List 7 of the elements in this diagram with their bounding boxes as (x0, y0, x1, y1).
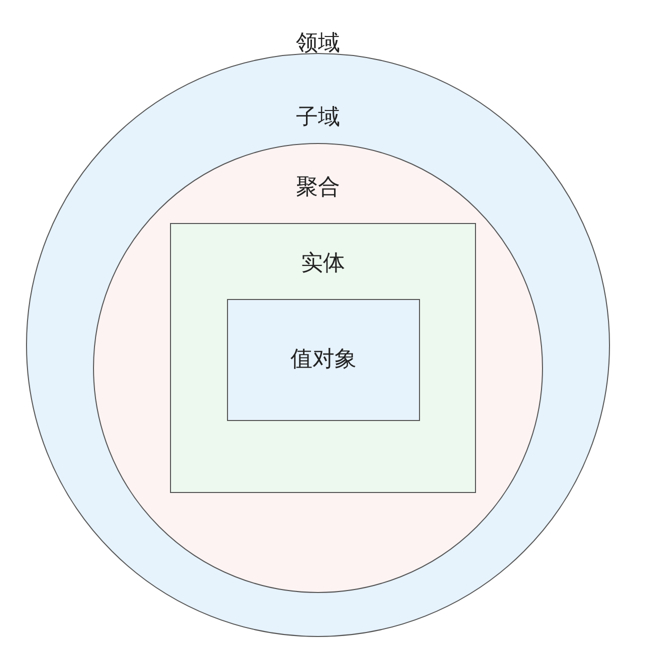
region-label: 聚合 (296, 174, 340, 202)
rectangle-region (227, 299, 420, 421)
rectangle-region (170, 223, 476, 493)
region-label: 子域 (296, 104, 340, 132)
diagram-title: 领域 (295, 30, 341, 58)
region-label: 值对象 (290, 346, 356, 374)
region-label: 实体 (301, 250, 345, 278)
